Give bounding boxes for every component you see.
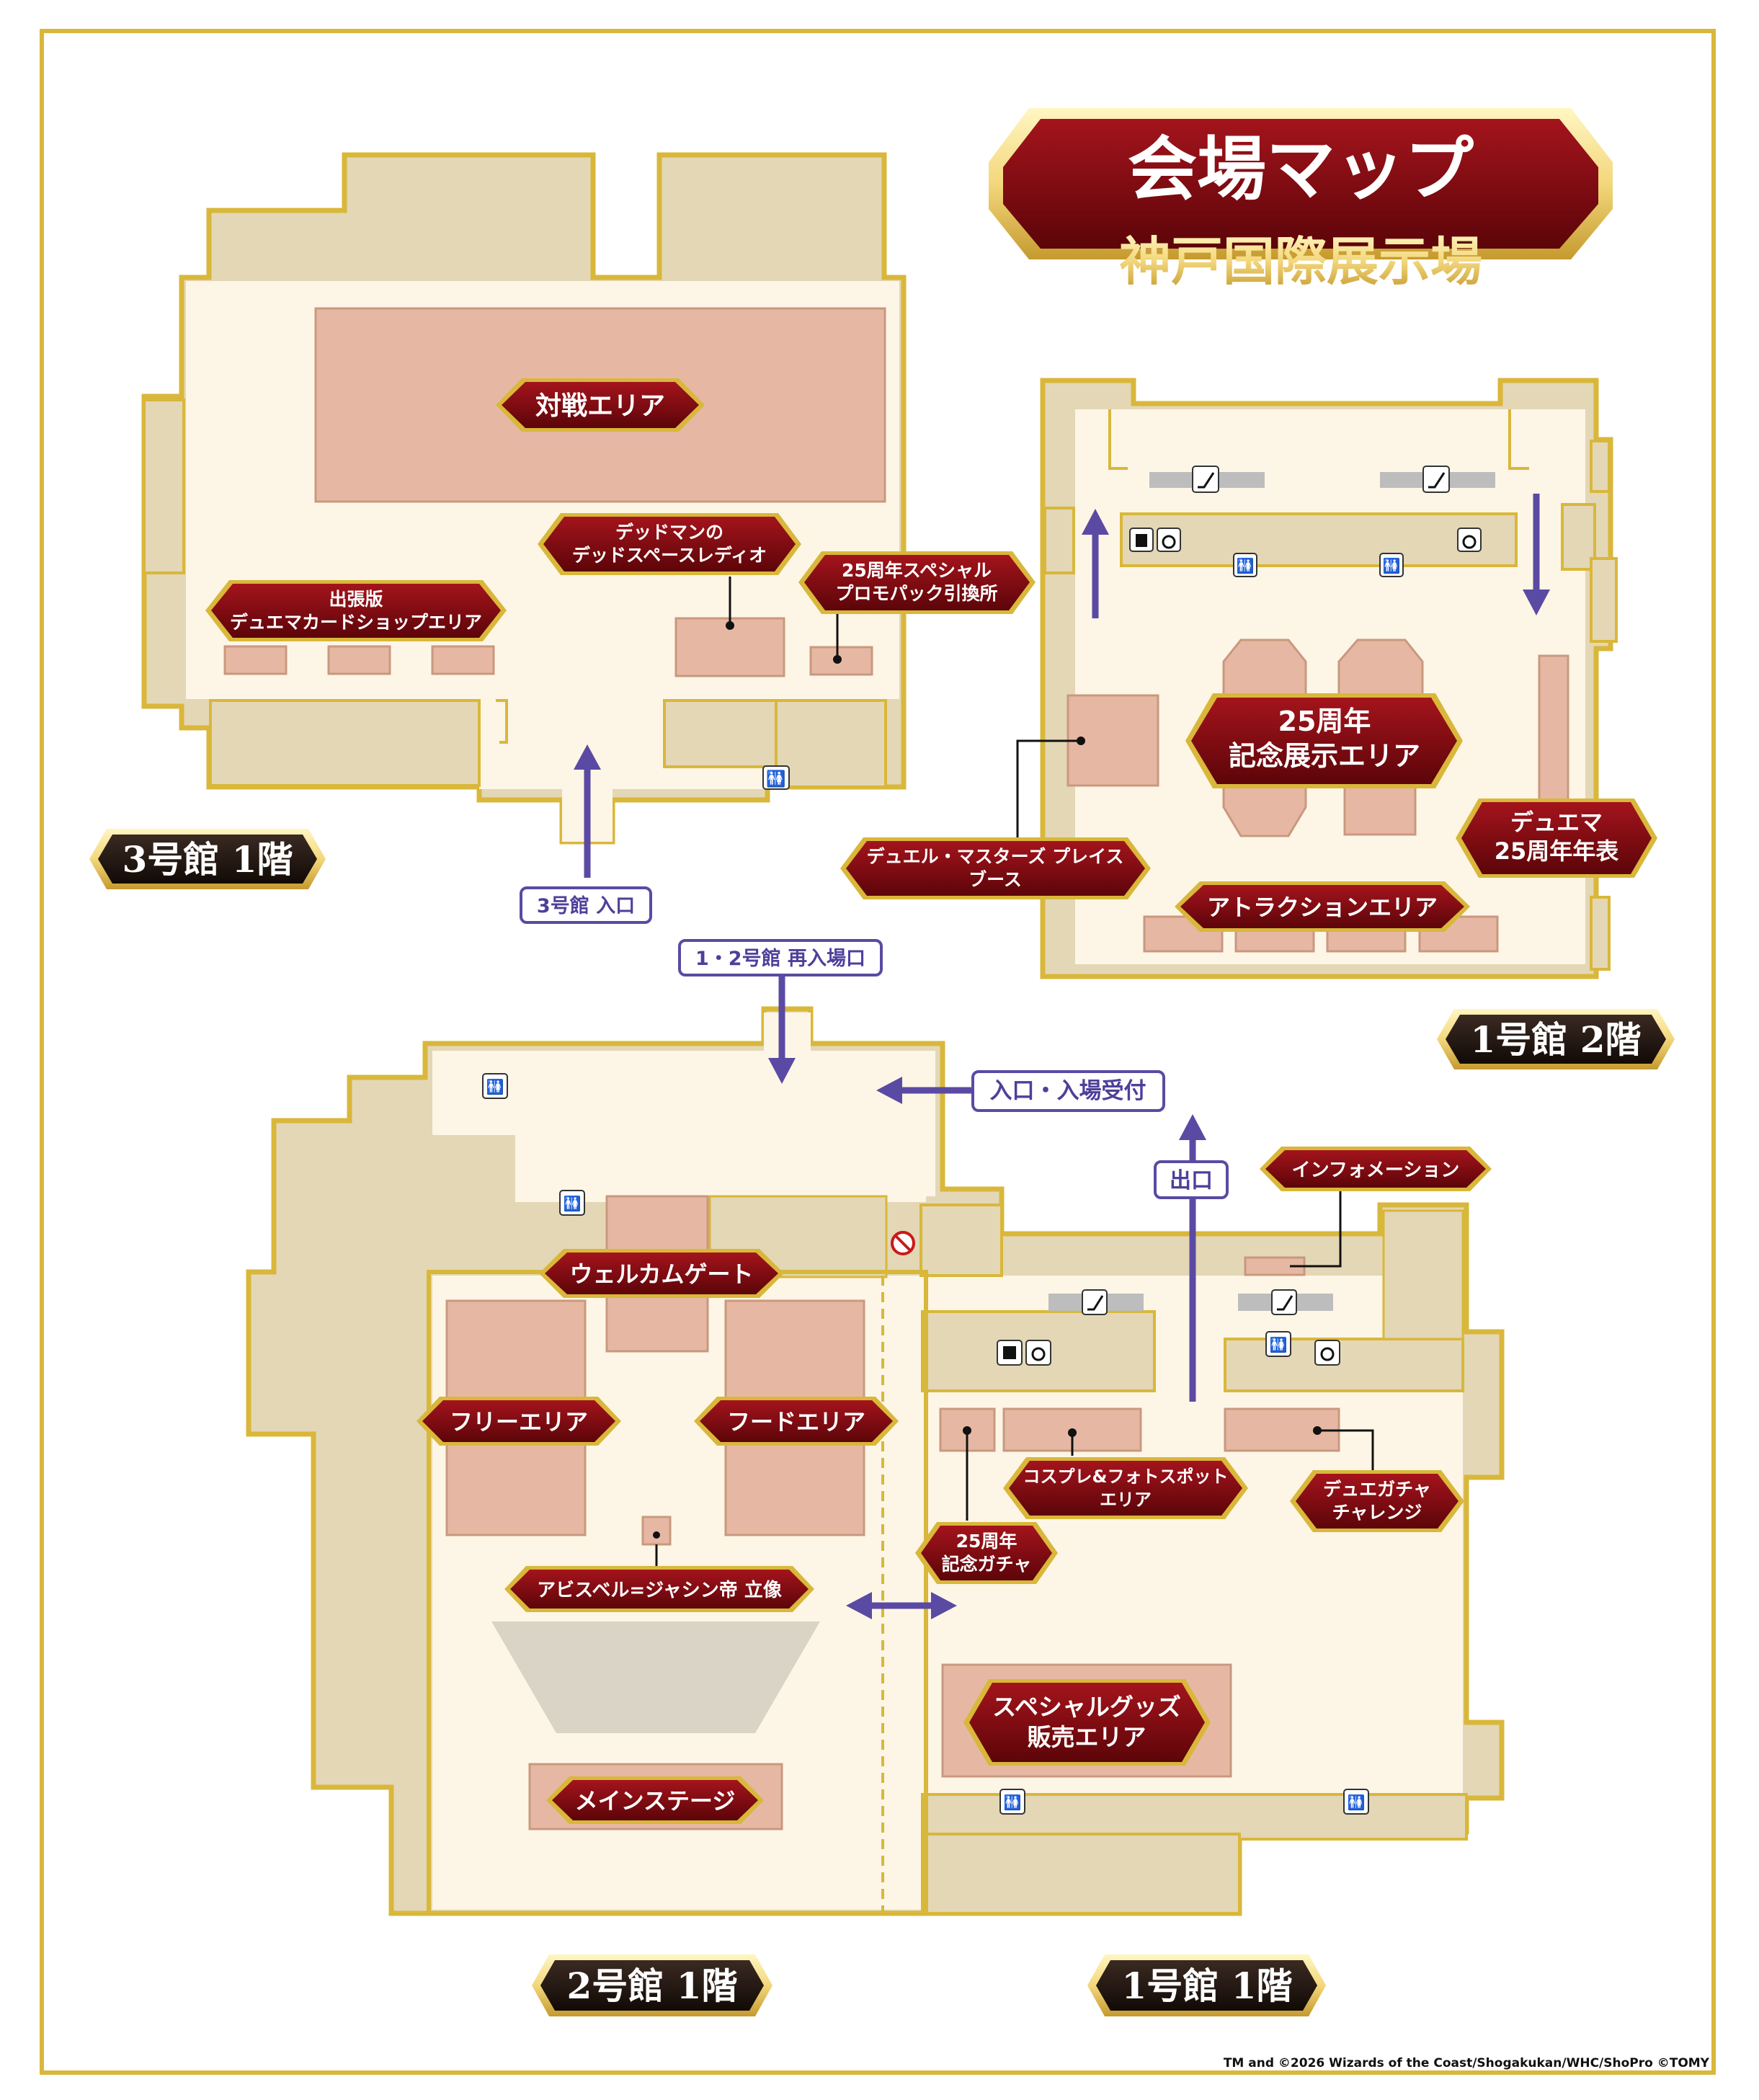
escalator-icon [1082, 1289, 1108, 1315]
accessible-icon [1025, 1340, 1051, 1366]
restroom-icon: 🚻 [1343, 1789, 1369, 1815]
elevator-icon [997, 1340, 1023, 1366]
svg-text:デュエル・マスターズ プレイス: デュエル・マスターズ プレイス [867, 846, 1124, 867]
anniversary-exhibit-label: 25周年 記念展示エリア [1185, 693, 1463, 788]
svg-text:販売エリア: 販売エリア [1028, 1723, 1146, 1751]
escalator-icon [1192, 466, 1219, 493]
svg-text:3号館 1階: 3号館 1階 [123, 838, 293, 881]
title-sub: 神戸国際展示場 [1119, 231, 1482, 292]
free-area-label: フリーエリア [417, 1397, 621, 1446]
copyright-text: TM and ©2026 Wizards of the Coast/Shogak… [1224, 2056, 1710, 2070]
svg-text:対戦エリア: 対戦エリア [535, 391, 665, 421]
svg-text:インフォメーション: インフォメーション [1292, 1160, 1460, 1181]
no-entry-icon [891, 1231, 915, 1255]
restroom-icon: 🚻 [1265, 1331, 1291, 1357]
accessible-icon [1157, 528, 1181, 552]
svg-text:フードエリア: フードエリア [727, 1408, 865, 1436]
stage-seating [491, 1621, 820, 1733]
svg-text:🚻: 🚻 [766, 770, 785, 788]
deadman-radio-label: デッドマンの デッドスペースレディオ [538, 513, 801, 575]
special-goods-label: スペシャルグッズ 販売エリア [963, 1679, 1211, 1766]
escalator-icon [1422, 466, 1450, 493]
svg-text:3号館 入口: 3号館 入口 [537, 894, 635, 917]
entrance-sign: 入口・入場受付 [971, 1070, 1165, 1112]
svg-text:フリーエリア: フリーエリア [450, 1408, 588, 1436]
svg-text:デッドスペースレディオ: デッドスペースレディオ [572, 545, 767, 566]
main-stage-label: メインステージ [546, 1776, 764, 1824]
svg-text:1・2号館 再入場口: 1・2号館 再入場口 [695, 947, 865, 970]
svg-text:プロモパック引換所: プロモパック引換所 [835, 583, 997, 604]
hall3-badge: 3号館 1階 [89, 829, 326, 889]
svg-text:1号館 2階: 1号館 2階 [1471, 1018, 1642, 1061]
svg-text:2号館 1階: 2号館 1階 [567, 1965, 738, 2007]
svg-text:メインステージ: メインステージ [575, 1787, 736, 1815]
svg-text:デッドマンの: デッドマンの [615, 522, 723, 543]
svg-text:出張版: 出張版 [329, 589, 383, 610]
accessible-icon [1457, 528, 1482, 552]
food-area-label: フードエリア [694, 1397, 899, 1446]
svg-text:🚻: 🚻 [1237, 557, 1255, 574]
dm-place-booth-label: デュエル・マスターズ プレイス ブース [840, 837, 1151, 899]
map-title: 会場マップ 神戸国際展示場 [989, 108, 1613, 292]
welcome-gate-label: ウェルカムゲート [539, 1249, 784, 1298]
hall2-badge: 2号館 1階 [532, 1954, 772, 2016]
cosplay-photo-label: コスプレ&フォトスポット エリア [1003, 1457, 1248, 1519]
restroom-icon: 🚻 [559, 1190, 585, 1216]
svg-text:エリア: エリア [1100, 1490, 1152, 1510]
svg-text:アトラクションエリア: アトラクションエリア [1207, 894, 1438, 921]
svg-text:入口・入場受付: 入口・入場受付 [990, 1078, 1146, 1104]
title-main: 会場マップ [1128, 128, 1474, 210]
hall1-2f-badge: 1号館 2階 [1437, 1009, 1675, 1069]
svg-text:🚻: 🚻 [1383, 557, 1401, 574]
restroom-icon: 🚻 [762, 765, 790, 790]
escalator-icon [1271, 1289, 1297, 1315]
svg-text:記念ガチャ: 記念ガチャ [942, 1554, 1032, 1575]
svg-text:アビスベル=ジャシン帝 立像: アビスベル=ジャシン帝 立像 [537, 1579, 783, 1601]
svg-text:ブース: ブース [968, 869, 1022, 890]
svg-text:デュエマカードショップエリア: デュエマカードショップエリア [230, 612, 482, 633]
svg-text:出口: 出口 [1170, 1168, 1213, 1193]
svg-text:チャレンジ: チャレンジ [1332, 1502, 1422, 1523]
svg-text:デュエガチャ: デュエガチャ [1323, 1479, 1431, 1500]
accessible-icon [1314, 1340, 1340, 1366]
hall3-floor: 🚻 [141, 152, 907, 878]
restroom-icon: 🚻 [999, 1789, 1025, 1815]
restroom-icon: 🚻 [1233, 553, 1257, 577]
hall1-1f-badge: 1号館 1階 [1087, 1954, 1326, 2016]
svg-text:🚻: 🚻 [564, 1195, 582, 1212]
reentry-sign: 1・2号館 再入場口 [678, 939, 883, 976]
svg-text:25周年年表: 25周年年表 [1495, 837, 1619, 865]
svg-text:デュエマ: デュエマ [1510, 809, 1603, 836]
page-frame [40, 29, 1716, 2075]
attraction-area-label: アトラクションエリア [1175, 881, 1470, 932]
restroom-icon: 🚻 [1379, 553, 1404, 577]
gacha-challenge-label: デュエガチャ チャレンジ [1290, 1470, 1464, 1532]
svg-text:ウェルカムゲート: ウェルカムゲート [569, 1260, 753, 1288]
svg-text:スペシャルグッズ: スペシャルグッズ [992, 1693, 1181, 1721]
card-shop-label: 出張版 デュエマカードショップエリア [205, 580, 507, 641]
anniversary-gacha-label: 25周年 記念ガチャ [915, 1522, 1058, 1584]
hall3-entrance-sign: 3号館 入口 [520, 886, 652, 924]
svg-text:🚻: 🚻 [1004, 1794, 1022, 1811]
timeline-label: デュエマ 25周年年表 [1456, 798, 1657, 878]
battle-area-label: 対戦エリア [496, 378, 705, 432]
elevator-icon [1129, 528, 1154, 552]
information-label: インフォメーション [1260, 1147, 1492, 1191]
svg-text:🚻: 🚻 [1348, 1794, 1366, 1811]
svg-text:🚻: 🚻 [486, 1078, 504, 1095]
svg-text:25周年スペシャル: 25周年スペシャル [842, 560, 992, 581]
svg-text:25周年: 25周年 [1278, 706, 1371, 737]
promo-exchange-label: 25周年スペシャル プロモパック引換所 [798, 551, 1036, 614]
restroom-icon: 🚻 [482, 1073, 508, 1099]
statue-label: アビスベル=ジャシン帝 立像 [504, 1566, 814, 1612]
svg-text:記念展示エリア: 記念展示エリア [1229, 740, 1420, 772]
svg-text:1号館 1階: 1号館 1階 [1122, 1965, 1293, 2007]
exit-sign: 出口 [1154, 1160, 1229, 1199]
svg-text:コスプレ&フォトスポット: コスプレ&フォトスポット [1023, 1467, 1229, 1487]
svg-text:25周年: 25周年 [956, 1531, 1017, 1552]
svg-text:🚻: 🚻 [1270, 1336, 1288, 1353]
